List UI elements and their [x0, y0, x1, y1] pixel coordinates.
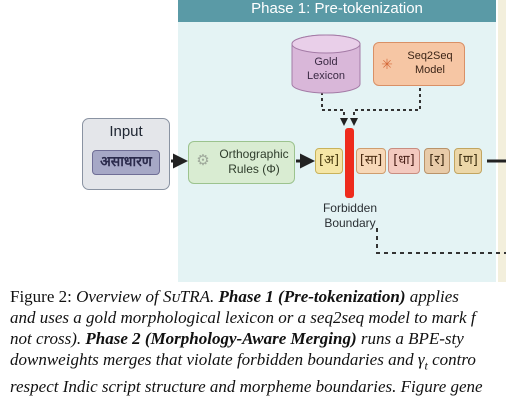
phase2-panel-edge [498, 0, 506, 282]
caption-line4-text: downweights merges that violate forbidde… [10, 350, 425, 369]
token-ra: [र] [424, 148, 450, 174]
lexicon-cylinder-top [291, 34, 361, 54]
lexicon-to-boundary-line [321, 92, 345, 120]
token-sa: [सा] [356, 148, 386, 174]
seq2seq-model-label: Seq2Seq Model [398, 49, 462, 77]
token-a: [अ] [315, 148, 343, 174]
boundary-line1: Forbidden [322, 201, 378, 215]
caption-line1-rest: applies [405, 287, 459, 306]
phase1-header: Phase 1: Pre-tokenization [178, 0, 496, 22]
caption-line4-sub: t [424, 358, 428, 373]
caption-line-3: not cross). Phase 2 (Morphology-Aware Me… [10, 328, 506, 349]
token-na: [ण] [454, 148, 482, 174]
boundary-to-phase2-line [376, 228, 506, 254]
caption-line-4: downweights merges that violate forbidde… [10, 349, 506, 376]
seq2seq-line1: Seq2Seq [407, 50, 453, 62]
phase1-header-text: Phase 1: Pre-tokenization [251, 0, 423, 17]
figure-connectors [171, 34, 506, 254]
caption-phase1: Phase 1 (Pre-tokenization) [218, 287, 406, 306]
caption-prefix: Figure 2: [10, 287, 77, 306]
seq2seq-model-box [373, 42, 465, 86]
token-dha: [धा] [388, 148, 420, 174]
figure-caption: Figure 2: Overview of SᴜTRA. Phase 1 (Pr… [10, 286, 506, 397]
caption-line4-rest: contro [427, 350, 476, 369]
boundary-line2: Boundary [324, 216, 376, 230]
gold-lexicon-label: Gold Lexicon [291, 55, 361, 83]
orthographic-rules-box [188, 141, 295, 184]
caption-line3-text: not cross). [10, 329, 86, 348]
seq2seq-to-boundary-line [353, 88, 421, 120]
forbidden-boundary-bar [345, 128, 354, 198]
caption-line2-text: and uses a gold morphological lexicon or… [10, 308, 476, 327]
caption-line5-text: respect Indic script structure and morph… [10, 377, 483, 397]
caption-line-5: respect Indic script structure and morph… [10, 376, 506, 397]
lexicon-line2: Lexicon [307, 70, 345, 82]
input-title: Input [109, 123, 143, 140]
gear-icon: ⚙ [196, 152, 210, 169]
caption-overview: Overview of SᴜTRA. [76, 287, 219, 306]
caption-phase2: Phase 2 (Morphology-Aware Merging) [85, 329, 357, 348]
seq2seq-line2: Model [415, 64, 445, 76]
sparkle-icon: ✳ [381, 56, 393, 72]
forbidden-boundary-label: Forbidden Boundary [315, 201, 385, 231]
input-word: असाधारण [92, 150, 160, 175]
lexicon-line1: Gold [314, 56, 338, 68]
caption-line3-rest: runs a BPE-sty [356, 329, 464, 348]
orthographic-line1: Orthographic [219, 147, 289, 161]
caption-line-1: Figure 2: Overview of SᴜTRA. Phase 1 (Pr… [10, 286, 506, 307]
caption-line-2: and uses a gold morphological lexicon or… [10, 307, 506, 328]
orthographic-line2: Rules (Φ) [228, 162, 280, 176]
orthographic-rules-label: Orthographic Rules (Φ) [212, 147, 296, 177]
